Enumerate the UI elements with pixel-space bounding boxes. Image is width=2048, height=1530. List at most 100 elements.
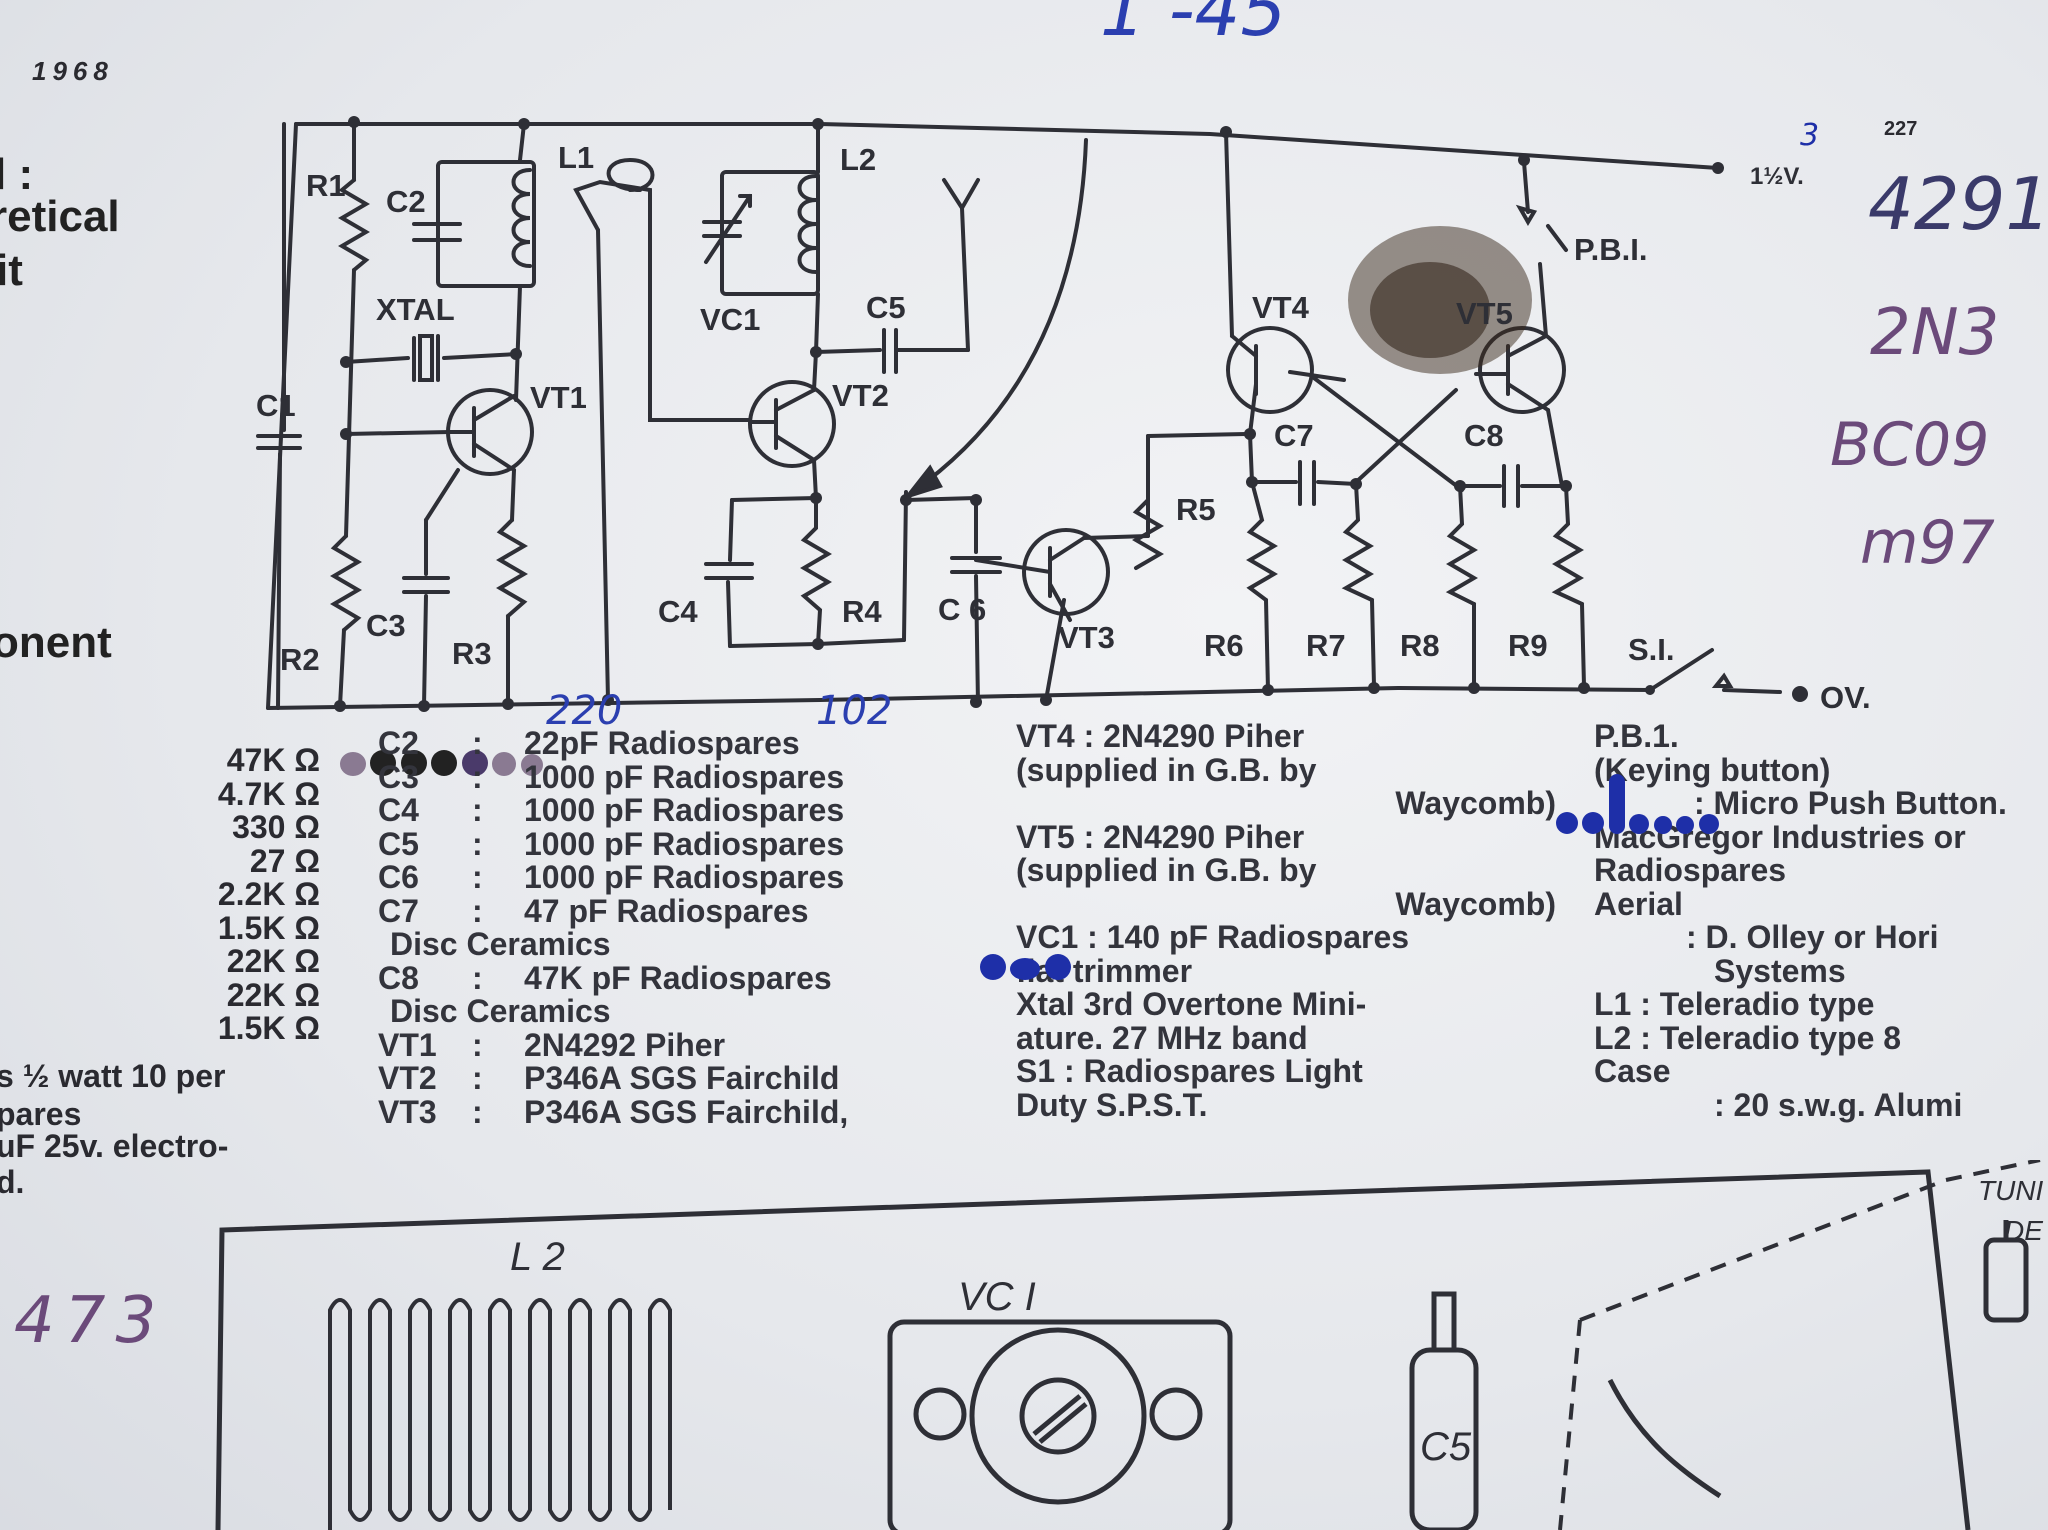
- label-c5: C5: [866, 290, 906, 325]
- list-item: VT5 : 2N4290 Piher: [1016, 818, 1305, 855]
- list-item: Waycomb): [1395, 785, 1556, 821]
- layout-label-vc1: VC I: [958, 1275, 1036, 1319]
- list-item: C3:1000 pF Radiospares: [378, 758, 845, 795]
- left-cut-line-3: uF 25v. electro-: [0, 1128, 229, 1164]
- list-item: : D. Olley or Hori: [1686, 919, 1939, 955]
- resistor-value: 22K Ω: [226, 976, 320, 1013]
- label-c8: C8: [1464, 418, 1504, 453]
- list-item: flat trimmer: [1016, 952, 1193, 989]
- left-cut-line-4: d.: [0, 1164, 25, 1200]
- list-item: VT2:P346A SGS Fairchild: [378, 1060, 840, 1096]
- year-label: 1968: [32, 56, 114, 86]
- label-vt1: VT1: [530, 380, 587, 415]
- list-item: : 20 s.w.g. Alumi: [1714, 1086, 1963, 1123]
- resistor-value: 27 Ω: [249, 842, 320, 879]
- label-r7: R7: [1306, 628, 1346, 663]
- left-cut-text-2: retical: [0, 192, 120, 241]
- list-item: Disc Ceramics: [390, 993, 611, 1029]
- label-s1: S.I.: [1628, 632, 1675, 667]
- label-vt4: VT4: [1252, 290, 1310, 325]
- list-item: P.B.1.: [1594, 718, 1679, 754]
- resistor-value: 4.7K Ω: [217, 775, 320, 812]
- left-cut-text-1: l :: [0, 150, 34, 199]
- label-ov: OV.: [1820, 680, 1871, 715]
- list-item: Xtal 3rd Overtone Mini-: [1016, 986, 1367, 1022]
- handwritten-note-1: 4291: [1868, 162, 2048, 246]
- label-vt3: VT3: [1058, 620, 1115, 655]
- left-cut-text-4: onent: [0, 618, 112, 667]
- list-item: L1 : Teleradio type: [1594, 986, 1875, 1022]
- ink-marks-column: [340, 744, 543, 781]
- list-item: : Micro Push Button.: [1694, 785, 2007, 821]
- resistor-value-list: 47K Ω 4.7K Ω 330 Ω 27 Ω 2.2K Ω 1.5K Ω 22…: [0, 742, 320, 1046]
- left-cut-line-1: s ½ watt 10 per: [0, 1058, 226, 1094]
- label-r2: R2: [280, 642, 320, 677]
- list-item: C6:1000 pF Radiospares: [378, 859, 845, 895]
- resistor-value: 1.5K Ω: [217, 1010, 320, 1046]
- layout-label-l2: L 2: [510, 1235, 565, 1279]
- list-item: Systems: [1714, 952, 1846, 989]
- resistor-value: 22K Ω: [226, 943, 320, 979]
- list-item: VT1:2N4292 Piher: [378, 1026, 726, 1063]
- label-r8: R8: [1400, 628, 1440, 663]
- list-item: C8:47K pF Radiospares: [378, 959, 832, 996]
- list-item: Waycomb): [1395, 885, 1556, 922]
- label-c6: C 6: [938, 592, 986, 627]
- list-item: VC1 : 140 pF Radiospares: [1016, 919, 1410, 955]
- label-l2: L2: [840, 142, 876, 177]
- label-r4: R4: [842, 594, 882, 629]
- handwritten-note-2: 2N3: [1870, 296, 2000, 370]
- left-cut-text-3: it: [0, 246, 23, 295]
- blue-ink-dots: [980, 930, 1071, 985]
- layout-label-de: DE: [2004, 1215, 2043, 1246]
- label-c1: C1: [256, 388, 296, 423]
- resistor-value: 1.5K Ω: [217, 909, 320, 946]
- blue-ink-dots-right: [1556, 726, 1719, 839]
- left-cut-line-2: pares: [0, 1096, 82, 1132]
- list-item: (supplied in G.B. by: [1016, 751, 1317, 788]
- label-vt5: VT5: [1456, 296, 1513, 331]
- handwritten-note-3: BC09: [1830, 410, 1990, 480]
- list-item: Disc Ceramics: [390, 926, 611, 962]
- label-r5: R5: [1176, 492, 1216, 527]
- list-item: (Keying button): [1594, 751, 1831, 788]
- list-item: S1 : Radiospares Light: [1016, 1053, 1363, 1089]
- layout-label-tuning: TUNI: [1978, 1175, 2044, 1206]
- label-r6: R6: [1204, 628, 1244, 663]
- label-l1: L1: [558, 140, 594, 175]
- handwritten-102: 102: [816, 688, 893, 734]
- list-item: VT3:P346A SGS Fairchild,: [378, 1093, 849, 1130]
- label-vc1: VC1: [700, 302, 760, 337]
- label-xtal: XTAL: [376, 292, 455, 327]
- circuit-schematic: R1 R2 R3 R4 R5 R6 R7 R8 R9 C1 C2 C3 C4 C…: [256, 116, 1871, 715]
- layout-drawing: L 2 VC I C5 TUNI DE: [215, 1160, 2044, 1530]
- list-item: C4:1000 pF Radiospares: [378, 792, 845, 828]
- list-item: Duty S.P.S.T.: [1016, 1086, 1208, 1123]
- label-r9: R9: [1508, 628, 1548, 663]
- list-item: VT4 : 2N4290 Piher: [1016, 718, 1305, 754]
- label-vt2: VT2: [832, 378, 889, 413]
- label-supply: 1½V.: [1750, 163, 1804, 190]
- resistor-value: 47K Ω: [226, 742, 320, 778]
- label-r1: R1: [306, 168, 346, 203]
- transistor-trimmer-list: VT4 : 2N4290 Piher (supplied in G.B. by …: [1016, 718, 1556, 1123]
- list-item: ature. 27 MHz band: [1016, 1019, 1308, 1056]
- list-item: (supplied in G.B. by: [1016, 852, 1317, 888]
- list-item: C2:22pF Radiospares: [378, 725, 800, 761]
- label-c3: C3: [366, 608, 406, 643]
- capacitor-transistor-list: C2:22pF Radiospares C3:1000 pF Radiospar…: [378, 725, 849, 1130]
- list-item: C7:47 pF Radiospares: [378, 892, 809, 929]
- resistor-value: 2.2K Ω: [217, 876, 320, 912]
- page-number: 227: [1884, 118, 1918, 140]
- list-item: Aerial: [1594, 885, 1683, 922]
- list-item: Radiospares: [1594, 852, 1787, 888]
- handwritten-473: 473: [14, 1284, 167, 1358]
- handwritten-note-4: m97: [1860, 508, 1995, 578]
- handwritten-voltage-note: 3: [1800, 118, 1820, 153]
- resistor-value: 330 Ω: [232, 809, 320, 845]
- label-c7: C7: [1274, 418, 1314, 453]
- list-item: Case: [1594, 1053, 1671, 1089]
- keying-aerial-case-list: P.B.1. (Keying button) : Micro Push Butt…: [1594, 718, 2007, 1123]
- label-pb1: P.B.I.: [1574, 232, 1648, 267]
